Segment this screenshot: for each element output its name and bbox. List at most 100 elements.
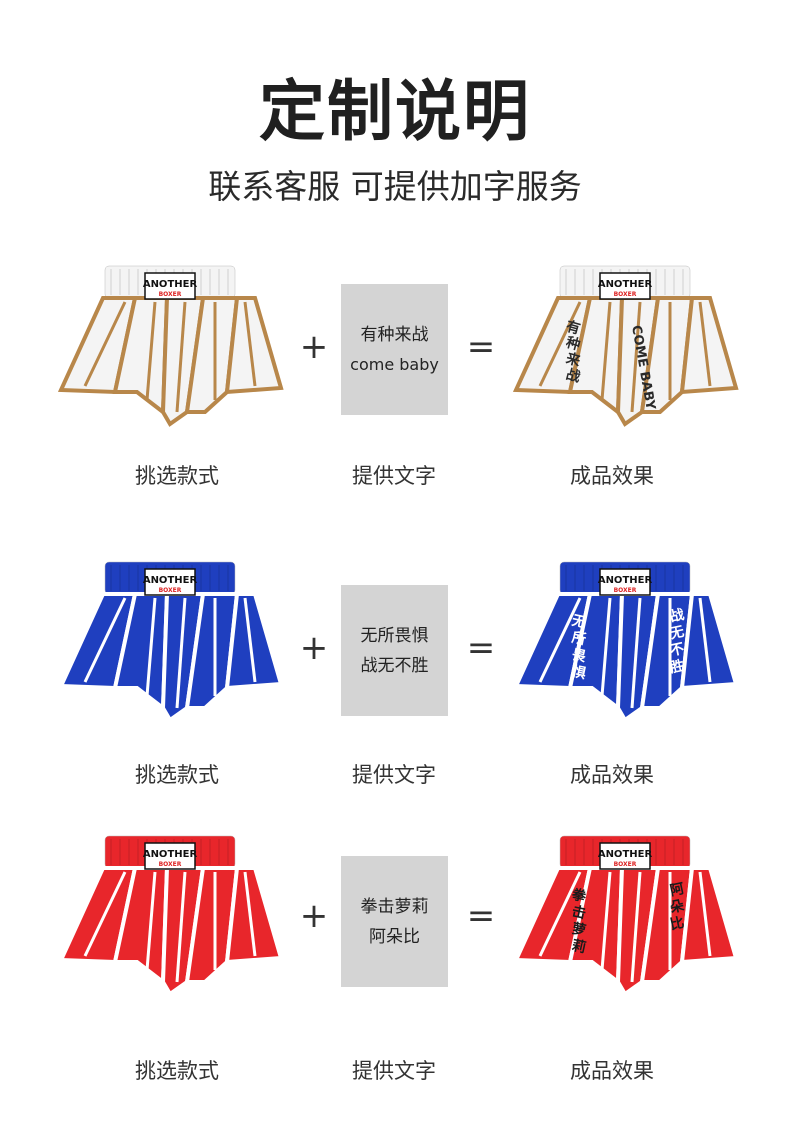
trim-stripe bbox=[175, 597, 187, 709]
custom-text-box: 有种来战 come baby bbox=[341, 284, 448, 415]
trim-stripe bbox=[698, 871, 712, 957]
shorts-panel bbox=[615, 866, 661, 997]
custom-print-char: 拳 bbox=[569, 886, 588, 906]
custom-print-char: 惧 bbox=[570, 664, 587, 683]
shorts-panel bbox=[160, 866, 206, 997]
trim-stripe bbox=[243, 301, 257, 387]
trim-stripe bbox=[600, 301, 612, 401]
brand-label-text: ANOTHER bbox=[598, 279, 653, 290]
custom-print-char: 胜 bbox=[669, 658, 686, 677]
equals-sign: = bbox=[466, 896, 496, 936]
trim-stripe bbox=[145, 871, 157, 971]
custom-print-char: 阿 bbox=[669, 881, 686, 900]
custom-text-line-1: 无所畏惧 bbox=[360, 625, 429, 646]
custom-print-char: 朵 bbox=[669, 898, 687, 917]
trim-stripe bbox=[83, 597, 127, 683]
shorts-panel bbox=[639, 592, 695, 710]
caption-choose-style: 挑选款式 bbox=[135, 763, 219, 787]
shorts-panel bbox=[160, 296, 206, 427]
trim-stripe bbox=[630, 871, 642, 983]
custom-print-char: 畏 bbox=[570, 647, 588, 666]
trim-stripe bbox=[538, 301, 582, 387]
shorts-panel bbox=[224, 866, 284, 965]
shorts-panel bbox=[639, 866, 695, 984]
custom-print-char: 种 bbox=[563, 333, 582, 353]
shorts-panel bbox=[184, 592, 240, 710]
custom-text-box: 拳击萝莉 阿朵比 bbox=[341, 856, 448, 987]
brand-label-text: ANOTHER bbox=[143, 575, 198, 586]
custom-print-char: 萝 bbox=[570, 920, 587, 940]
custom-print-char: 击 bbox=[570, 903, 587, 923]
custom-text-line-2: 战无不胜 bbox=[360, 655, 429, 676]
plus-sign: + bbox=[299, 628, 329, 668]
custom-print-char: 莉 bbox=[570, 937, 587, 957]
custom-print: 拳击萝莉 bbox=[569, 886, 588, 957]
custom-print-char: 战 bbox=[668, 606, 685, 626]
brand-label bbox=[599, 842, 651, 870]
custom-print-char: 来 bbox=[563, 350, 583, 370]
trim-stripe bbox=[243, 597, 257, 683]
trim-stripe bbox=[538, 597, 582, 683]
caption-choose-style: 挑选款式 bbox=[135, 1059, 219, 1083]
trim-stripe bbox=[698, 597, 712, 683]
brand-label-subtext: BOXER bbox=[159, 861, 182, 868]
trim-stripe bbox=[83, 871, 127, 957]
caption-final-effect: 成品效果 bbox=[570, 763, 654, 787]
brand-label-subtext: BOXER bbox=[159, 291, 182, 298]
brand-label bbox=[144, 568, 196, 596]
shorts-panel bbox=[224, 296, 284, 395]
shorts-panel bbox=[615, 592, 661, 723]
custom-text-line-1: 拳击萝莉 bbox=[360, 896, 429, 917]
shorts-panel bbox=[184, 296, 240, 414]
trim-stripe bbox=[630, 597, 642, 709]
brand-label bbox=[144, 842, 196, 870]
brand-label bbox=[599, 272, 651, 300]
trim-stripe bbox=[243, 871, 257, 957]
custom-text-line-2: 阿朵比 bbox=[369, 926, 420, 947]
brand-label-text: ANOTHER bbox=[143, 279, 198, 290]
custom-print-char: 战 bbox=[564, 366, 582, 386]
trim-stripe bbox=[175, 301, 187, 413]
brand-label-subtext: BOXER bbox=[614, 861, 637, 868]
shorts-panel bbox=[679, 592, 739, 691]
shorts-panel bbox=[679, 866, 739, 965]
brand-label-text: ANOTHER bbox=[143, 849, 198, 860]
custom-print-char: 不 bbox=[669, 641, 686, 660]
brand-label-text: ANOTHER bbox=[598, 849, 653, 860]
custom-print: 战无不胜 bbox=[668, 606, 686, 677]
custom-print-char: 无 bbox=[668, 624, 686, 643]
shorts-panel bbox=[679, 296, 739, 395]
shorts-panel bbox=[639, 296, 695, 414]
equals-sign: = bbox=[466, 327, 496, 367]
brand-label-subtext: BOXER bbox=[614, 291, 637, 298]
custom-print: 无所畏惧 bbox=[569, 613, 588, 683]
caption-choose-style: 挑选款式 bbox=[135, 464, 219, 488]
caption-provide-text: 提供文字 bbox=[352, 464, 436, 488]
shorts-panel bbox=[160, 592, 206, 723]
trim-stripe bbox=[83, 301, 127, 387]
custom-print-char: 无 bbox=[569, 613, 587, 632]
custom-print-char: 有 bbox=[564, 318, 582, 338]
shorts-panel bbox=[615, 296, 661, 427]
caption-provide-text: 提供文字 bbox=[352, 1059, 436, 1083]
trim-stripe bbox=[630, 301, 642, 413]
caption-final-effect: 成品效果 bbox=[570, 1059, 654, 1083]
custom-print-char: 比 bbox=[668, 914, 685, 934]
trim-stripe bbox=[175, 871, 187, 983]
custom-text-line-1: 有种来战 bbox=[360, 324, 429, 345]
custom-text-line-2: come baby bbox=[350, 354, 439, 374]
brand-label-text: ANOTHER bbox=[598, 575, 653, 586]
